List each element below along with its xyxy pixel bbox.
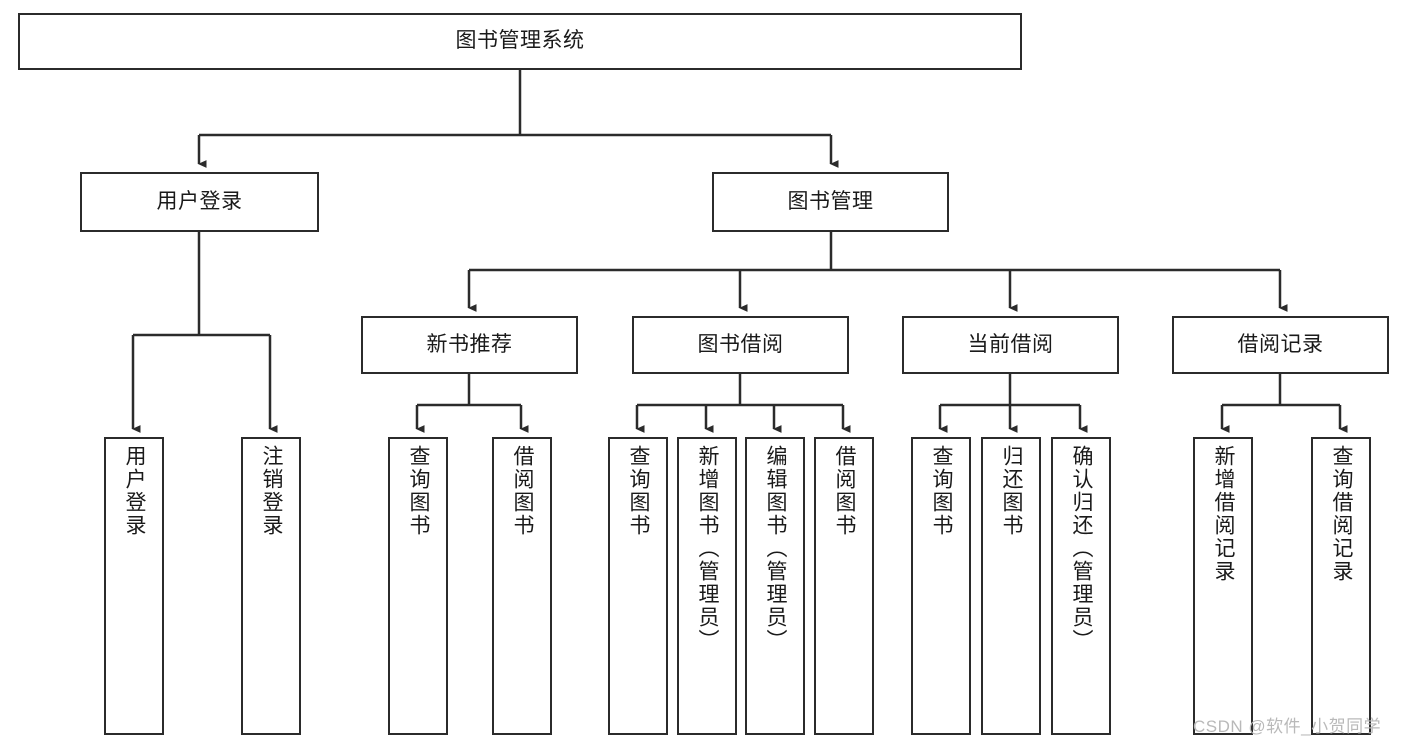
node-user-login[interactable]: 用户登录 <box>80 172 319 232</box>
node-leaf-user-login[interactable]: 用户登录 <box>104 437 164 735</box>
node-leaf-query-books-1[interactable]: 查询图书 <box>388 437 448 735</box>
node-leaf-borrow-books-2-label: 借阅图书 <box>833 445 857 537</box>
node-leaf-return-books-label: 归还图书 <box>1000 445 1024 537</box>
node-root-label: 图书管理系统 <box>455 29 585 53</box>
node-book-borrow[interactable]: 图书借阅 <box>632 316 849 374</box>
node-leaf-borrow-books-1[interactable]: 借阅图书 <box>492 437 552 735</box>
node-leaf-add-borrow-record[interactable]: 新增借阅记录 <box>1193 437 1253 735</box>
node-leaf-query-books-1-label: 查询图书 <box>407 445 431 537</box>
node-current-borrow[interactable]: 当前借阅 <box>902 316 1119 374</box>
node-book-management-label: 图书管理 <box>787 189 874 213</box>
node-leaf-query-books-3-label: 查询图书 <box>930 445 954 537</box>
node-book-borrow-label: 图书借阅 <box>697 332 784 356</box>
node-leaf-query-borrow-record-label: 查询借阅记录 <box>1330 445 1354 583</box>
node-leaf-borrow-books-2[interactable]: 借阅图书 <box>814 437 874 735</box>
node-leaf-query-books-3[interactable]: 查询图书 <box>911 437 971 735</box>
node-leaf-add-book-admin[interactable]: 新增图书（管理员） <box>677 437 737 735</box>
node-leaf-add-book-admin-label: 新增图书（管理员） <box>696 445 720 652</box>
node-leaf-confirm-return-admin[interactable]: 确认归还（管理员） <box>1051 437 1111 735</box>
node-current-borrow-label: 当前借阅 <box>967 332 1054 356</box>
node-leaf-query-books-2[interactable]: 查询图书 <box>608 437 668 735</box>
node-leaf-edit-book-admin[interactable]: 编辑图书（管理员） <box>745 437 805 735</box>
node-new-book-recommend-label: 新书推荐 <box>426 332 513 356</box>
node-leaf-borrow-books-1-label: 借阅图书 <box>511 445 535 537</box>
node-book-management[interactable]: 图书管理 <box>712 172 949 232</box>
node-leaf-user-login-label: 用户登录 <box>123 445 147 537</box>
node-borrow-records-label: 借阅记录 <box>1237 332 1324 356</box>
node-leaf-query-borrow-record[interactable]: 查询借阅记录 <box>1311 437 1371 735</box>
node-leaf-logout-label: 注销登录 <box>260 445 284 537</box>
node-leaf-add-borrow-record-label: 新增借阅记录 <box>1212 445 1236 583</box>
node-leaf-logout[interactable]: 注销登录 <box>241 437 301 735</box>
node-borrow-records[interactable]: 借阅记录 <box>1172 316 1389 374</box>
node-leaf-confirm-return-admin-label: 确认归还（管理员） <box>1070 445 1094 652</box>
csdn-watermark: CSDN @软件_小贺同学 <box>1193 717 1382 736</box>
node-root[interactable]: 图书管理系统 <box>18 13 1022 70</box>
node-leaf-return-books[interactable]: 归还图书 <box>981 437 1041 735</box>
node-leaf-edit-book-admin-label: 编辑图书（管理员） <box>764 445 788 652</box>
node-user-login-label: 用户登录 <box>156 189 243 213</box>
node-leaf-query-books-2-label: 查询图书 <box>627 445 651 537</box>
node-new-book-recommend[interactable]: 新书推荐 <box>361 316 578 374</box>
